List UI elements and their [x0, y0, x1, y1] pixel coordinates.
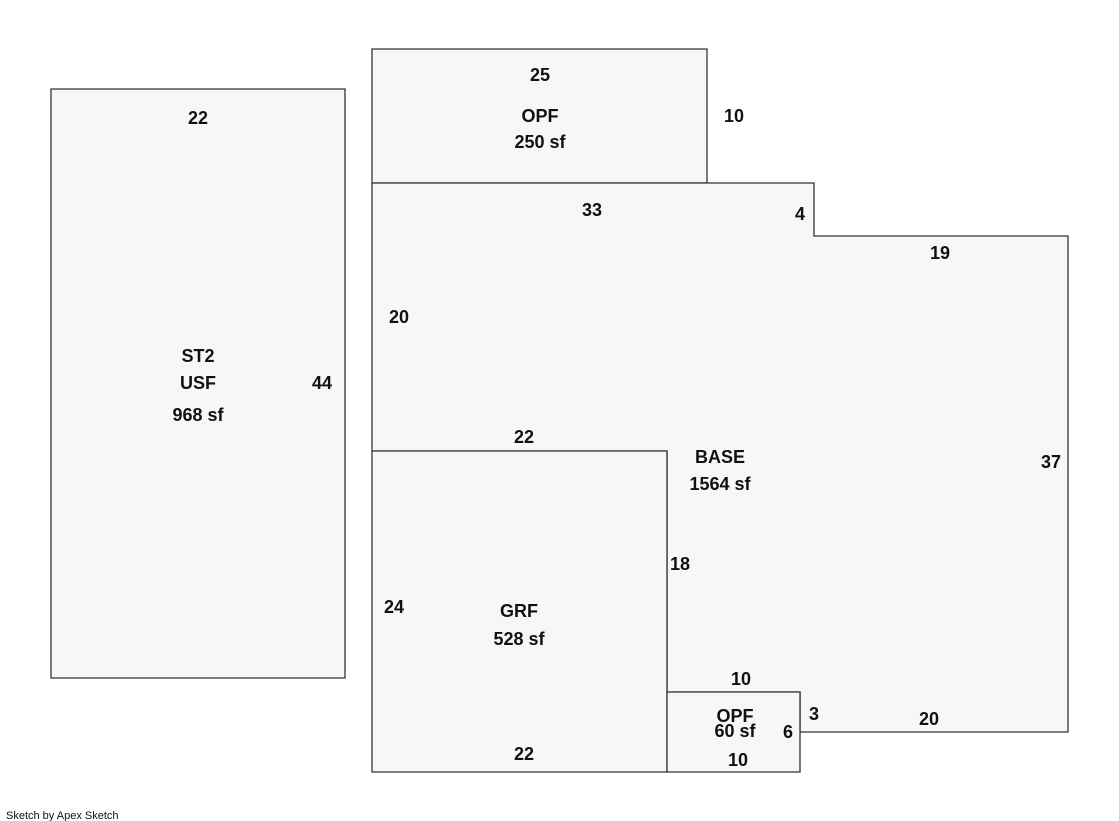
grf-right-dimension: 18 — [670, 554, 690, 574]
base-top-dimension: 33 — [582, 200, 602, 220]
opf-top-right-dimension: 10 — [724, 106, 744, 126]
opf-small-top-dimension: 10 — [731, 669, 751, 689]
opf-small-right-dimension: 6 — [783, 722, 793, 742]
grf-bottom-dimension: 22 — [514, 744, 534, 764]
base-bottom-dimension: 20 — [919, 709, 939, 729]
grf-top-dimension: 22 — [514, 427, 534, 447]
st2-top-dimension: 22 — [188, 108, 208, 128]
base-left-dimension: 20 — [389, 307, 409, 327]
grf-area-label: 528 sf — [493, 629, 545, 649]
base-name-label: BASE — [695, 447, 745, 467]
st2-type-label: USF — [180, 373, 216, 393]
opf-small-bottom-dimension: 10 — [728, 750, 748, 770]
sketch-credit: Sketch by Apex Sketch — [6, 810, 119, 821]
base-bottom-step-dimension: 3 — [809, 704, 819, 724]
st2-usf-area — [50, 88, 346, 679]
st2-name-label: ST2 — [181, 346, 214, 366]
base-area-label: 1564 sf — [689, 474, 751, 494]
opf-top-area-label: 250 sf — [514, 132, 566, 152]
opf-small-name-label: OPF — [716, 706, 753, 726]
opf-small-area-label: 60 sf — [714, 721, 756, 741]
base-right-dimension: 37 — [1041, 452, 1061, 472]
st2-area-label: 968 sf — [172, 405, 224, 425]
st2-right-dimension: 44 — [312, 373, 332, 393]
base-step-dimension: 4 — [795, 204, 805, 224]
grf-left-dimension: 24 — [384, 597, 404, 617]
opf-top-top-dimension: 25 — [530, 65, 550, 85]
opf-small-area — [666, 691, 801, 773]
opf-top-name-label: OPF — [521, 106, 558, 126]
base-top-right-dimension: 19 — [930, 243, 950, 263]
grf-name-label: GRF — [500, 601, 538, 621]
